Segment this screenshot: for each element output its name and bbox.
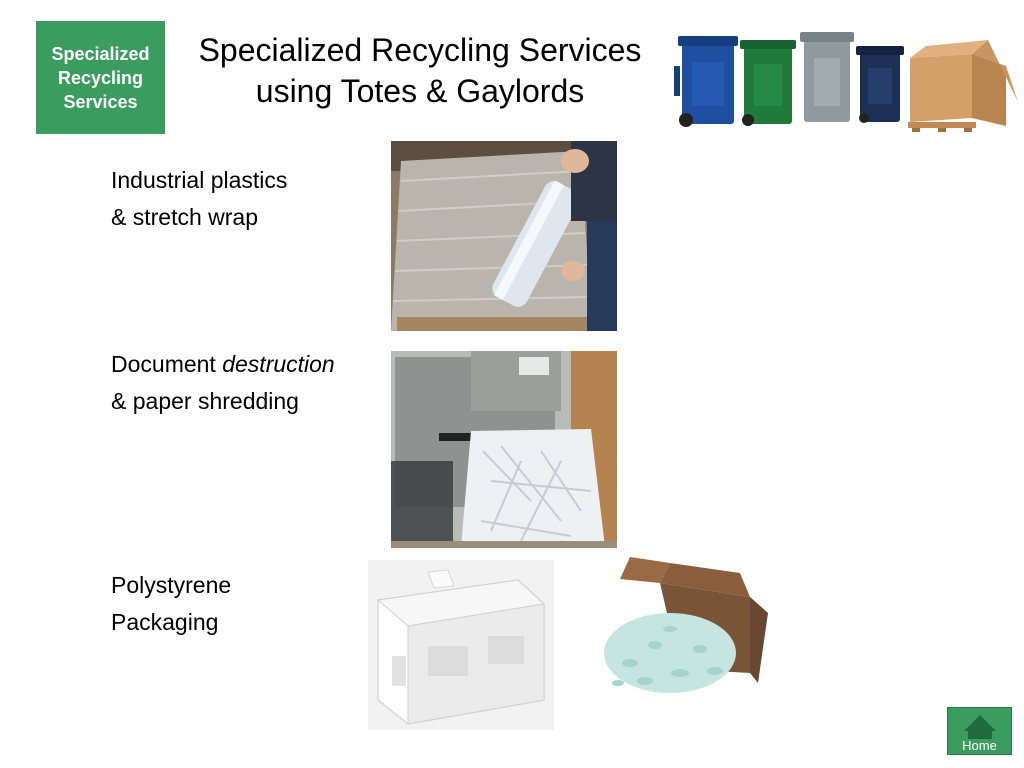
title-line-2: using Totes & Gaylords <box>255 73 585 109</box>
item-industrial-plastics: Industrial plastics & stretch wrap <box>111 162 287 236</box>
item-1-line-2: & stretch wrap <box>111 204 258 230</box>
item-document-destruction: Document destruction & paper shredding <box>111 346 335 420</box>
gaylord-box <box>908 40 1018 132</box>
home-icon <box>964 715 996 739</box>
slide-title: Specialized Recycling Services using Tot… <box>175 30 665 112</box>
stretch-wrap-photo <box>391 141 617 331</box>
item-1-line-1: Industrial plastics <box>111 167 288 193</box>
badge-line-2: Recycling <box>57 67 144 88</box>
home-button[interactable]: Home <box>947 707 1012 755</box>
navy-tote-bin <box>856 46 904 123</box>
item-2-line-1-italic: destruction <box>222 351 335 377</box>
section-badge: Specialized Recycling Services <box>36 21 165 134</box>
blue-tote-bin <box>674 36 738 127</box>
foam-block-photo <box>368 560 554 730</box>
badge-line-3: Services <box>63 91 138 112</box>
item-2-line-1-plain: Document <box>111 351 223 377</box>
item-3-line-1: Polystyrene <box>111 572 232 598</box>
green-tote-bin <box>740 40 796 126</box>
title-line-1: Specialized Recycling Services <box>198 32 642 68</box>
totes-and-gaylord-image <box>674 32 1018 132</box>
gray-tote-bin <box>800 32 854 122</box>
badge-line-1: Specialized <box>51 43 150 64</box>
paper-shredder-photo <box>391 351 617 548</box>
packing-peanuts-box-photo <box>600 553 770 705</box>
item-polystyrene-packaging: Polystyrene Packaging <box>111 567 231 641</box>
item-3-line-2: Packaging <box>111 609 219 635</box>
home-button-label: Home <box>962 738 997 753</box>
item-2-line-2: & paper shredding <box>111 388 299 414</box>
item-2-line-1: Document destruction <box>111 346 335 383</box>
